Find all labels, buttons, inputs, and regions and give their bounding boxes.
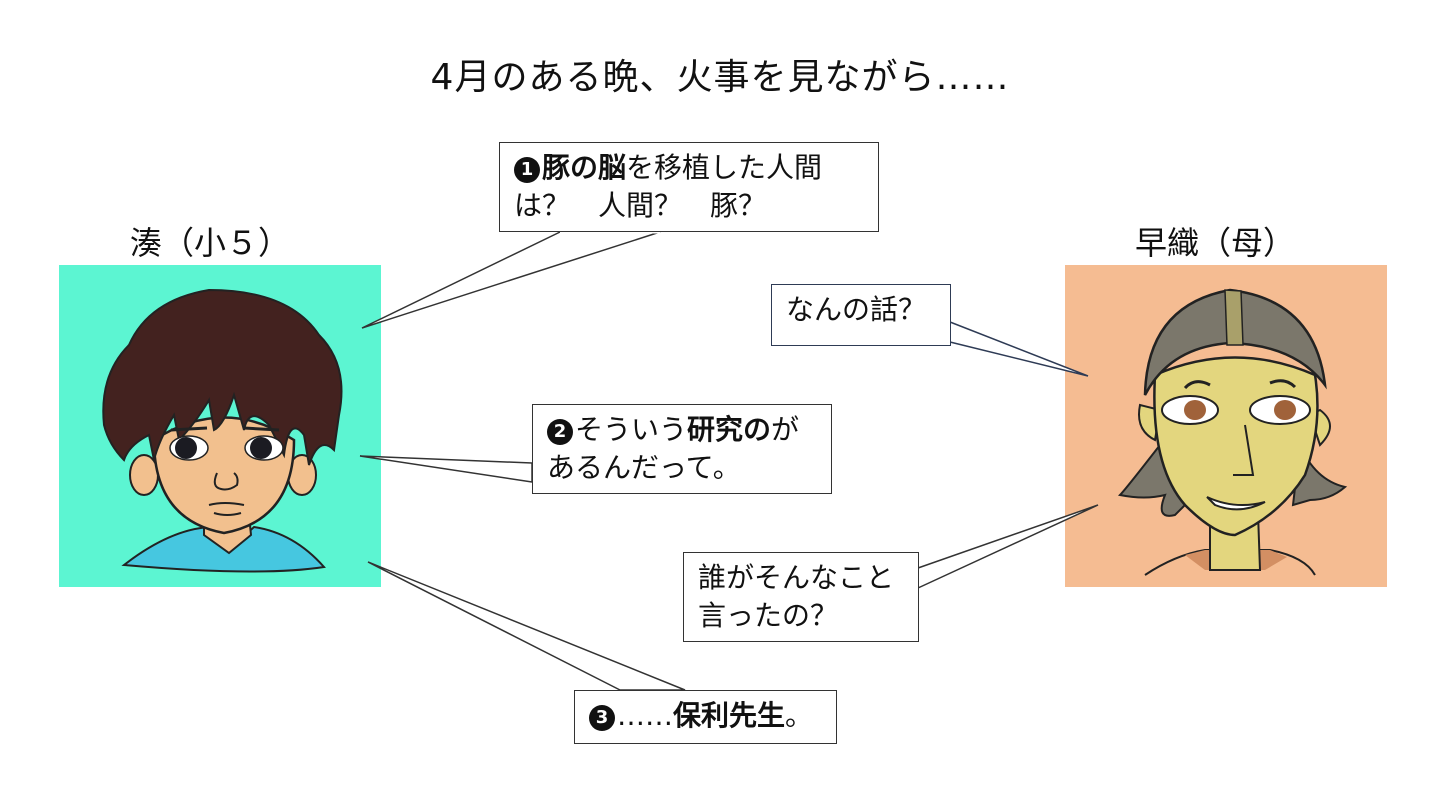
bubble-mother-1: なんの話？	[771, 284, 951, 346]
number-badge: 3	[589, 705, 615, 731]
tail-m1	[949, 320, 1089, 377]
tail-b3	[367, 561, 686, 691]
ears	[1138, 403, 1331, 447]
text: あるんだって。	[547, 451, 741, 484]
character-name-saori: 早織（母）	[1135, 224, 1296, 262]
left-eye	[175, 437, 197, 459]
mouth	[208, 502, 245, 516]
character-name-minato: 湊（小５）	[130, 224, 291, 262]
bubble-mother-2: 誰がそんなこと 言ったの？	[683, 552, 919, 642]
bold-text: 研究の	[687, 413, 772, 446]
left-eye	[1184, 400, 1206, 420]
mouth	[1206, 496, 1266, 511]
text: は？ 人間？ 豚？	[514, 189, 767, 222]
right-eye	[250, 437, 272, 459]
eyebrows	[1183, 379, 1297, 390]
hair-left	[1117, 443, 1192, 517]
text: 。	[785, 699, 814, 732]
text: そういう	[575, 413, 688, 446]
hair-part	[1224, 289, 1244, 346]
text: ……	[617, 699, 673, 732]
right-eye	[1274, 400, 1296, 420]
bold-text: 保利先生	[673, 699, 786, 732]
number-badge: 2	[547, 419, 573, 445]
eyebrows	[170, 426, 280, 432]
text: を移植した人間	[626, 151, 823, 184]
scene-title: 4月のある晩、火事を見ながら……	[430, 57, 1010, 98]
bubble-3: 3……保利先生。	[574, 690, 837, 744]
text: 言ったの？	[698, 599, 839, 632]
text: なんの話？	[786, 293, 927, 326]
nose	[213, 472, 239, 491]
number-badge: 1	[514, 157, 540, 183]
hair	[102, 288, 343, 466]
text: が	[771, 413, 800, 446]
nose	[1233, 424, 1255, 476]
text: 誰がそんなこと	[698, 561, 895, 594]
tail-b1	[361, 231, 661, 329]
tail-b2	[359, 455, 533, 483]
saori-portrait	[1065, 265, 1387, 587]
tail-m2	[917, 504, 1099, 590]
bold-text: 豚の脳	[542, 151, 627, 184]
minato-portrait	[59, 265, 381, 587]
